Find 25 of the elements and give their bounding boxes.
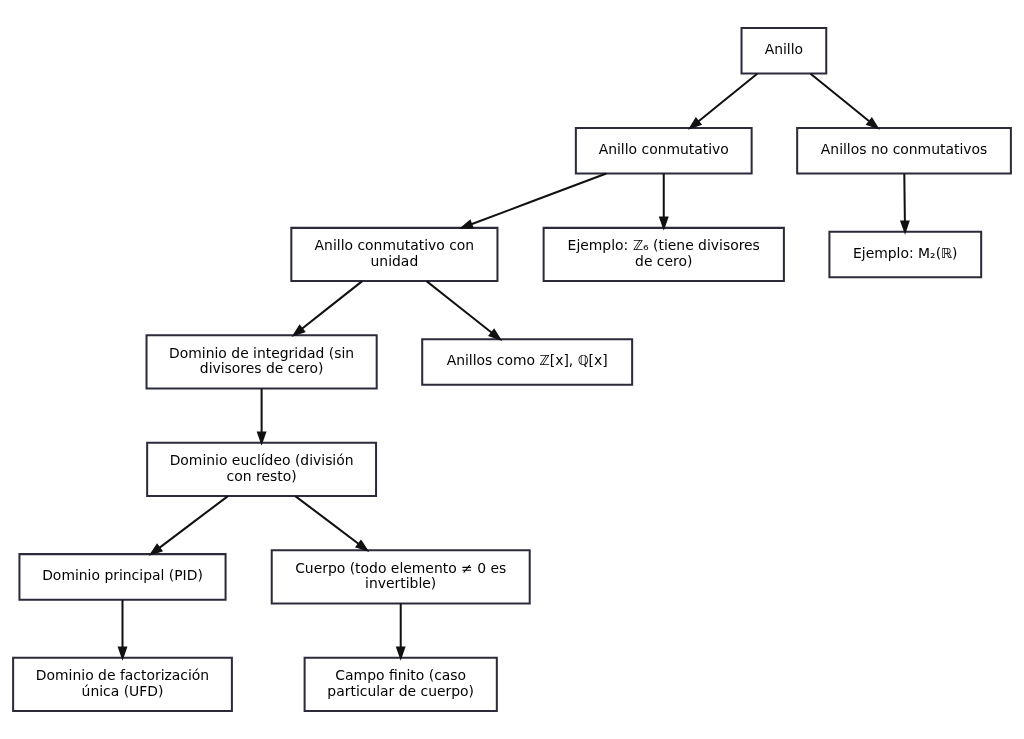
node-box: Anillo conmutativo: [574, 126, 753, 175]
node-box: Dominio euclídeo (división con resto): [146, 441, 378, 497]
arrow: [899, 173, 910, 235]
node-box: Anillos como ℤ[x], ℚ[x]: [421, 338, 634, 386]
arrow: [687, 72, 758, 130]
node-box: Dominio de factorización única (UFD): [12, 656, 233, 712]
arrow: [809, 72, 880, 130]
node-box: Ejemplo: M₂(ℝ): [828, 230, 983, 279]
arrow: [148, 495, 229, 556]
arrow: [291, 280, 363, 338]
node-box: Anillo conmutativo con unidad: [290, 226, 499, 282]
arrow: [425, 280, 503, 341]
node-box: Dominio de integridad (sin divisores de cero): [145, 334, 378, 390]
node-box: Dominio principal (PID): [18, 553, 227, 601]
arrow: [458, 172, 607, 229]
node-box: Cuerpo (todo elemento ≠ 0 es invertible): [270, 549, 531, 605]
node-box: Anillos no conmutativos: [796, 126, 1012, 175]
arrow: [395, 603, 406, 661]
arrow: [117, 599, 128, 661]
arrow: [658, 173, 669, 231]
node-box: Anillo: [740, 27, 828, 75]
node-box: Campo finito (caso particular de cuerpo): [303, 656, 498, 712]
arrow: [256, 388, 267, 446]
arrow: [294, 495, 370, 552]
node-box: Ejemplo: ℤ₆ (tiene divisores de cero): [542, 226, 785, 282]
